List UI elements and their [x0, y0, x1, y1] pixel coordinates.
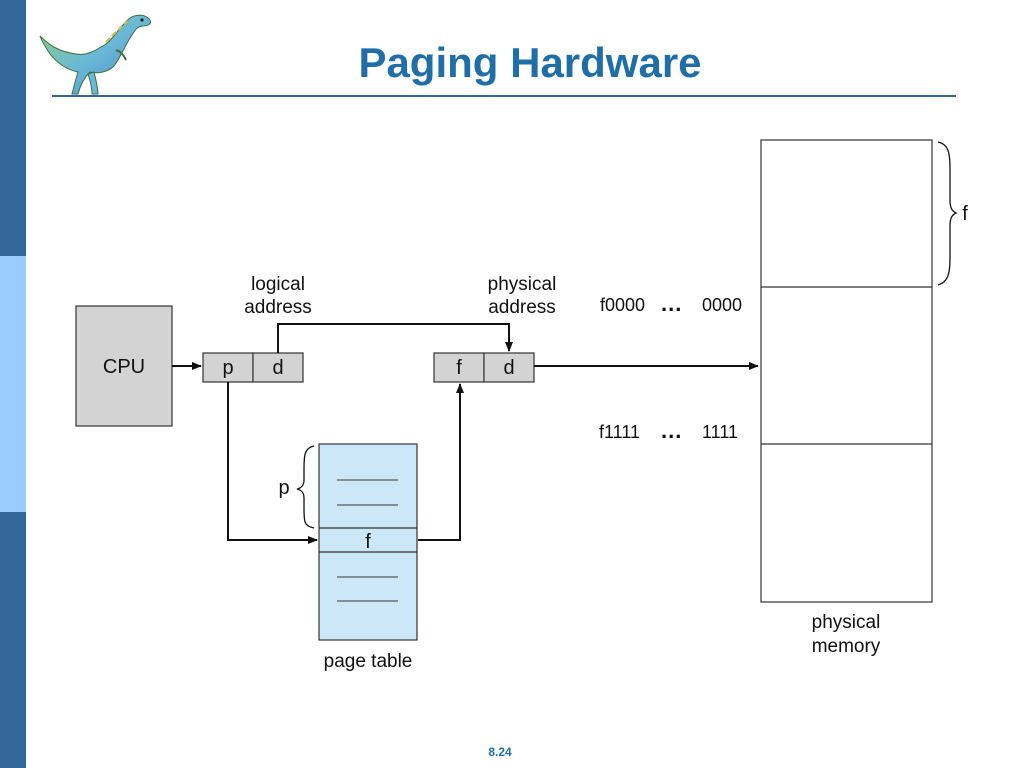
- physical-frame-label: f: [456, 357, 462, 379]
- page-table: [318, 443, 418, 641]
- physical-memory: [760, 139, 933, 603]
- cpu-box: [75, 305, 173, 427]
- page-to-table-arrow: [227, 382, 318, 544]
- sidebar-block-middle: [0, 256, 26, 512]
- logical-address-label-line1: logical: [251, 274, 305, 295]
- page-table-brace-label: p: [278, 477, 289, 499]
- logical-address-label-line2: address: [244, 297, 312, 318]
- physical-address-label-line1: physical: [488, 274, 557, 295]
- frame-end-offset: 1111: [702, 422, 738, 442]
- slide-number: 8.24: [488, 745, 512, 759]
- frame-start-offset: 0000: [702, 295, 742, 315]
- physical-address-offset-cell: [483, 352, 535, 383]
- physical-address-label-line2: address: [488, 297, 556, 318]
- page-title: Paging Hardware: [358, 39, 702, 86]
- sidebar-block-top: [0, 0, 26, 256]
- physical-offset-label: d: [503, 357, 514, 379]
- logical-offset-label: d: [272, 357, 283, 379]
- dinosaur-logo-icon: [39, 14, 151, 95]
- frame-brace: [937, 141, 958, 286]
- frame-end-ellipsis: ...: [661, 418, 682, 443]
- physical-memory-label-line2: memory: [812, 636, 881, 657]
- logical-address-offset-cell: [252, 352, 304, 383]
- page-table-frame-entry: f: [365, 531, 371, 553]
- sidebar-block-bottom: [0, 512, 26, 768]
- frame-brace-label: f: [962, 203, 968, 225]
- frame-end-address: f1111: [599, 422, 640, 442]
- frame-to-physical-arrow: [418, 383, 464, 541]
- cpu-label: CPU: [103, 356, 145, 378]
- page-table-brace: [296, 445, 315, 529]
- frame-start-ellipsis: ...: [661, 291, 682, 316]
- sidebar-bar: [0, 0, 26, 768]
- logical-address-page-cell: [202, 352, 254, 383]
- page-table-label: page table: [324, 651, 413, 672]
- physical-memory-label-line1: physical: [812, 612, 881, 633]
- offset-copy-arrow: [277, 323, 513, 353]
- frame-start-address: f0000: [600, 295, 645, 315]
- title-divider: [52, 95, 956, 97]
- logical-page-label: p: [222, 357, 233, 379]
